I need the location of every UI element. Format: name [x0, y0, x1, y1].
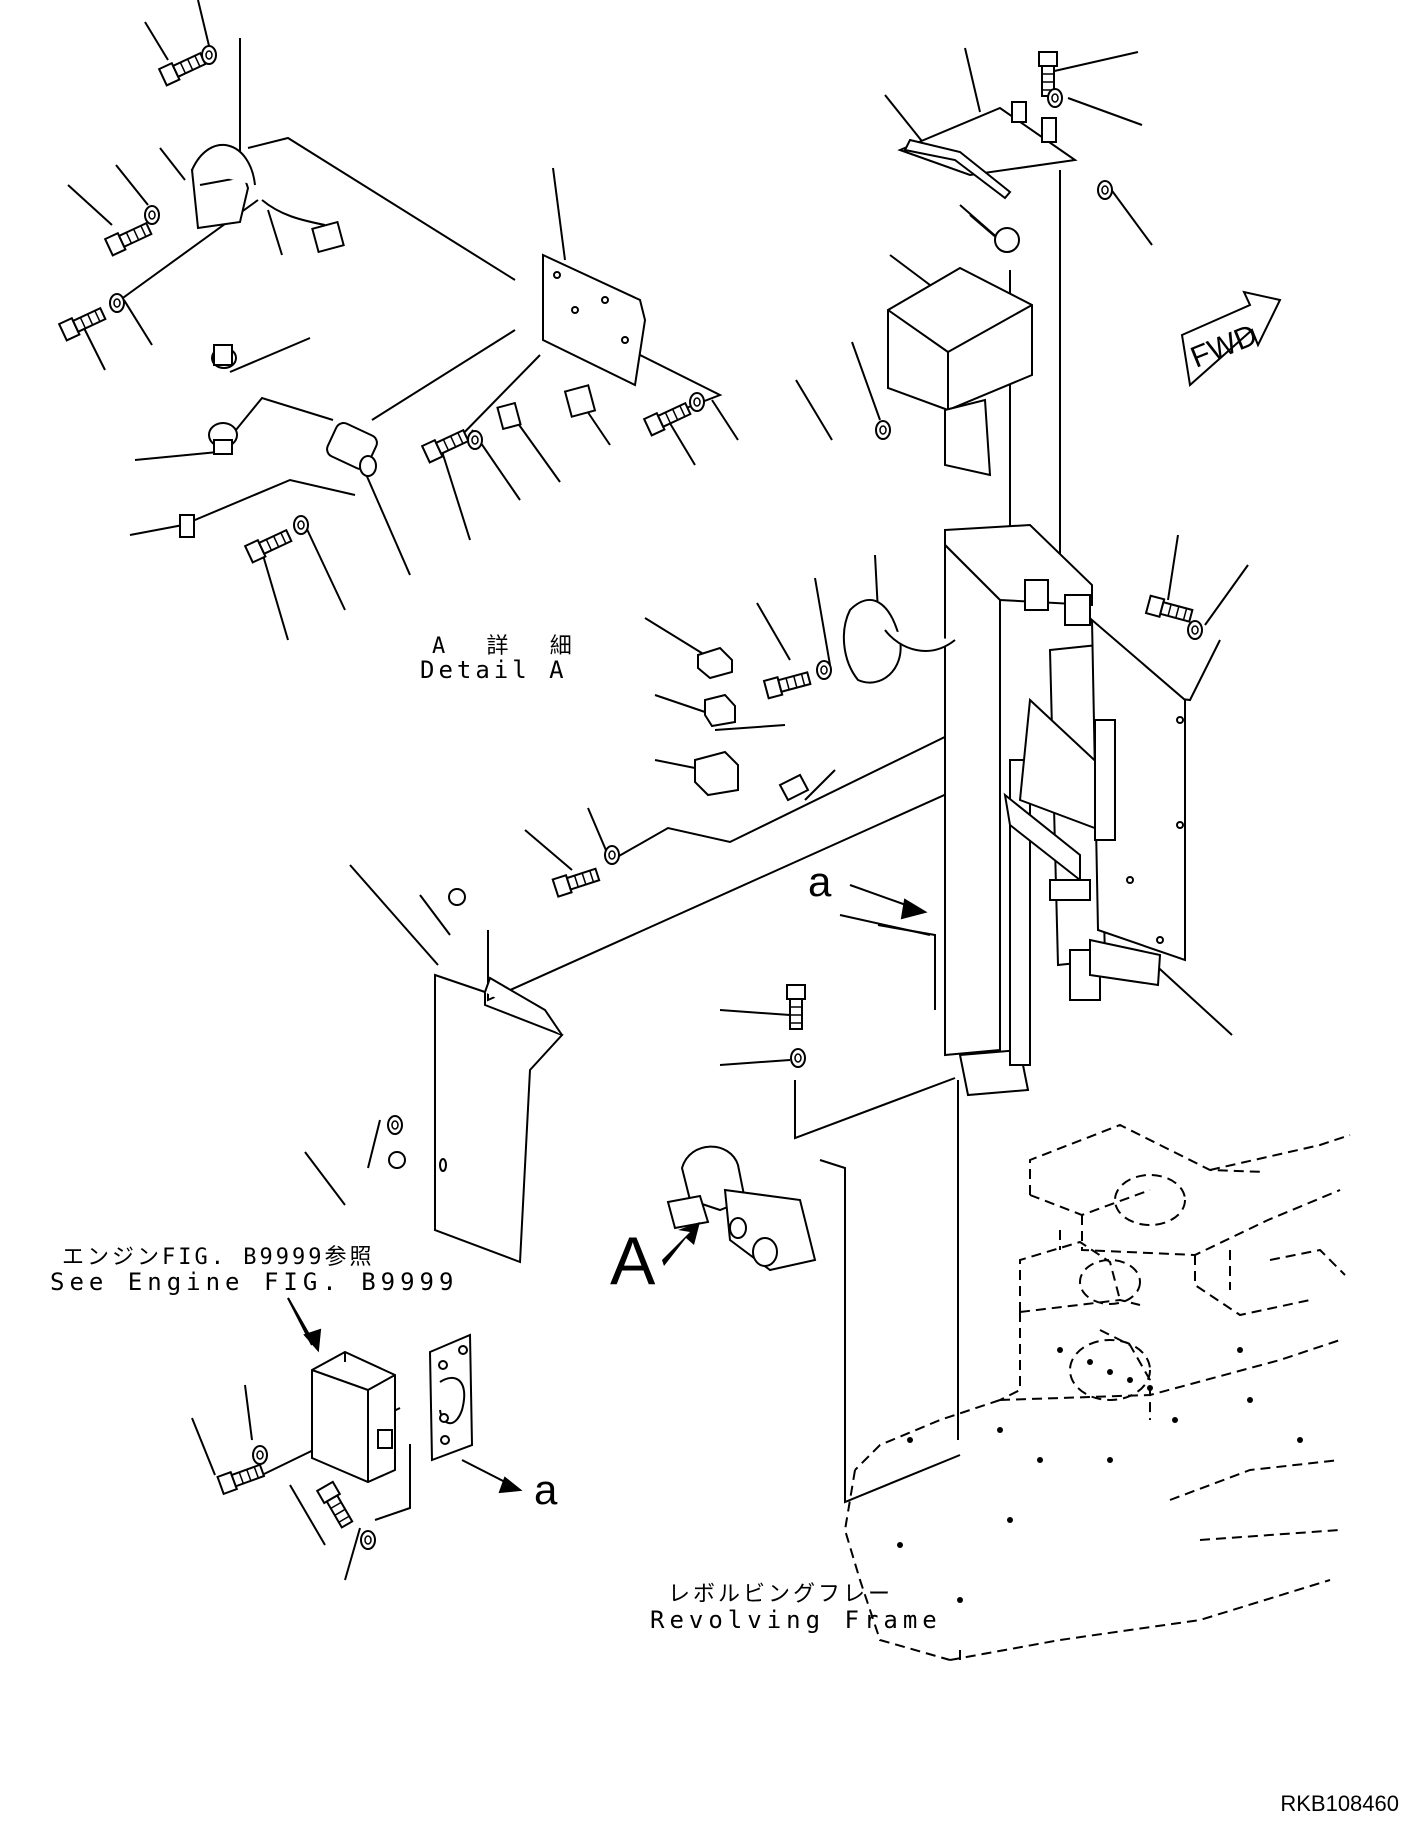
view-a-label: A: [610, 1223, 656, 1299]
revolving-frame-label-jp: レボルビングフレー: [668, 1582, 894, 1607]
drawing-code: RKB108460: [1280, 1791, 1399, 1816]
assembled-detail-a: [666, 1145, 817, 1272]
fwd-arrow: [1180, 290, 1282, 387]
lever-bracket: [897, 101, 1078, 253]
engine-ref-label-en: See Engine FIG. B9999: [50, 1268, 459, 1296]
revolving-frame-label-en: Revolving Frame: [650, 1606, 942, 1634]
cover-box: [887, 266, 1033, 477]
detail-a-label-jp: A 詳 細: [432, 634, 586, 659]
ref-a-label-engine: a: [534, 1466, 558, 1513]
solenoid-unit: [179, 344, 597, 538]
frame-holes: [897, 1347, 1303, 1603]
engine-controller: [311, 1333, 474, 1484]
cover-plate: [388, 888, 564, 1264]
small-relays: [694, 599, 956, 802]
main-column: [944, 523, 1186, 1097]
revolving-frame: [843, 1123, 1351, 1661]
relay-box: [190, 143, 345, 254]
detail-a-bracket: [542, 253, 647, 387]
ref-arrows: [287, 884, 928, 1494]
leader-lines: [67, 0, 1249, 1581]
view-a-arrow: [662, 1222, 700, 1266]
detail-a-label-en: Detail A: [420, 656, 568, 684]
ref-a-label-column: a: [808, 858, 832, 905]
engine-ref-label-jp: エンジンFIG. B9999参照: [62, 1245, 375, 1270]
